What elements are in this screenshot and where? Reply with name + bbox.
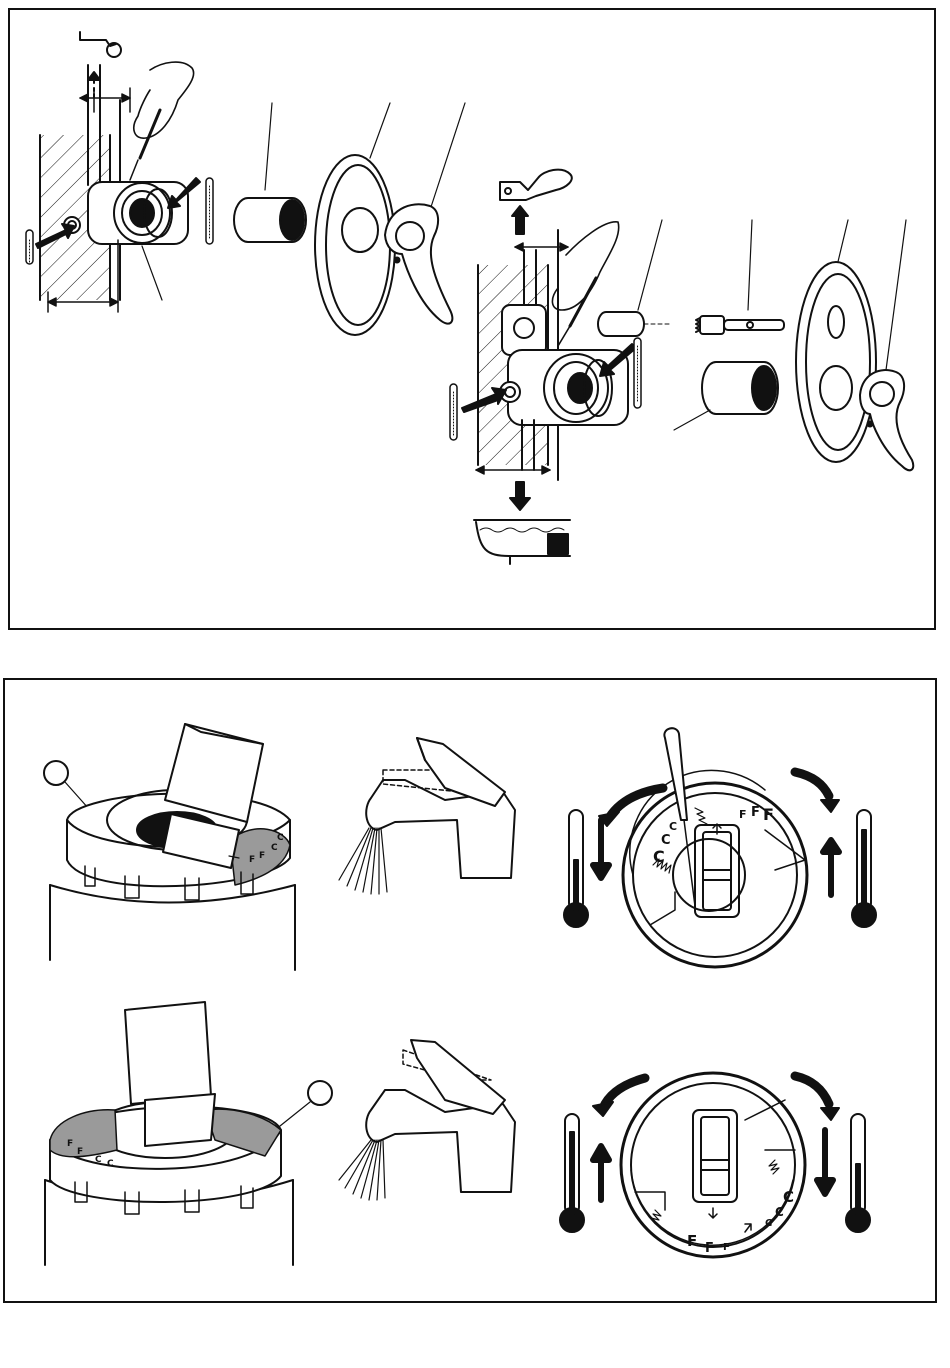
svg-text:F: F (751, 805, 760, 820)
tub-shower-valve-assembly (450, 170, 913, 564)
shower-head-icon (80, 32, 121, 57)
clockwise-arrow-icon (795, 1076, 829, 1104)
svg-text:C: C (107, 1159, 114, 1169)
water-spray-icon (339, 1140, 385, 1200)
svg-text:F: F (249, 855, 255, 865)
sleeve-part (674, 362, 778, 430)
up-arrow-icon (512, 206, 528, 234)
svg-text:F: F (763, 805, 774, 824)
svg-text:C: C (669, 820, 677, 833)
sleeve-part (234, 103, 306, 242)
faucet-cold-position (339, 1040, 515, 1200)
svg-text:F: F (259, 851, 265, 861)
escutcheon-plate (315, 103, 395, 335)
dial-hot-adjust: F F F C C C (564, 728, 876, 967)
svg-text:F: F (705, 1241, 714, 1256)
hand-screwdriver-icon (130, 62, 194, 180)
escutcheon-plate (796, 220, 876, 462)
water-spray-icon (339, 828, 387, 894)
depth-dimension (515, 243, 568, 251)
lever-handle (385, 103, 465, 324)
svg-text:C: C (95, 1155, 102, 1165)
thermometer-icon (450, 384, 457, 440)
thermometer-icon (634, 338, 641, 408)
dial-cold-adjust: F F F C C C (560, 1073, 870, 1257)
faucet-hot-position (339, 738, 515, 894)
clockwise-arrow-icon (795, 772, 829, 796)
diverter-stem (696, 220, 784, 334)
adjustment-panel: F F C C (3, 678, 937, 1303)
shower-valve-assembly (26, 32, 213, 312)
svg-text:C: C (783, 1188, 794, 1206)
svg-text:F: F (687, 1232, 697, 1250)
thermometer-icon (26, 230, 33, 264)
width-dimension (476, 466, 550, 474)
thermometer-hot-icon (560, 1114, 609, 1232)
svg-text:C: C (271, 843, 278, 853)
thermometer-icon (206, 178, 213, 244)
svg-text:F: F (67, 1139, 73, 1149)
svg-text:C: C (277, 833, 284, 843)
diverter-sleeve (598, 220, 670, 336)
callout-circle (308, 1081, 332, 1105)
thermometer-hot-icon (823, 810, 876, 927)
svg-text:F: F (77, 1147, 83, 1157)
thermometer-cold-icon (817, 1114, 870, 1232)
callout-circle (44, 761, 68, 785)
temperature-adjustment-diagram: F F C C (5, 680, 935, 1301)
cartridge-illustration-2: F F C C (45, 1002, 332, 1265)
thermometer-cold-icon (564, 810, 609, 927)
installation-diagram (10, 10, 934, 628)
svg-text:C: C (775, 1205, 784, 1219)
svg-text:C: C (653, 847, 665, 866)
svg-text:C: C (765, 1218, 772, 1229)
svg-text:F: F (739, 808, 747, 821)
svg-text:F: F (723, 1242, 730, 1253)
installation-panel (8, 8, 936, 630)
leader-line (142, 246, 162, 300)
cartridge-illustration: F F C C (44, 724, 295, 970)
hand-shower-icon (500, 170, 572, 200)
svg-text:C: C (661, 833, 671, 848)
down-arrow-icon (510, 482, 530, 510)
bathtub-icon (474, 520, 570, 564)
